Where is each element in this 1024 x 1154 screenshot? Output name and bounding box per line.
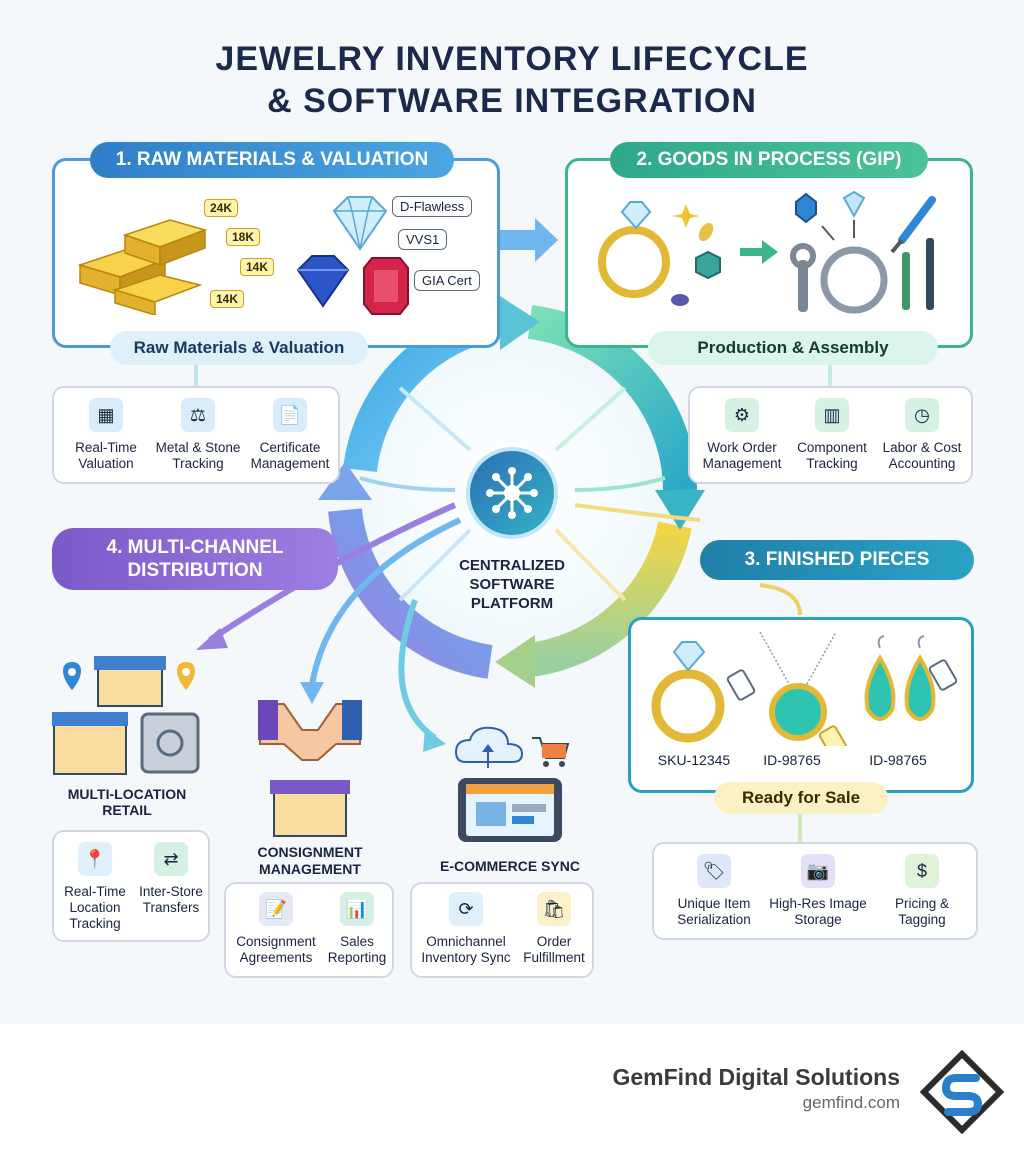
feature-labor-cost-accounting: ◷ Labor & Cost Accounting — [876, 398, 968, 472]
feature-real-time-location-tracking: 📍 Real-Time Location Tracking — [58, 842, 132, 932]
feature-order-fulfillment: 🛍 Order Fulfillment — [516, 892, 592, 966]
feature-component-tracking: ▥ Component Tracking — [788, 398, 876, 472]
feature-label: Labor & Cost Accounting — [882, 440, 962, 471]
tag-icon: 🏷 — [697, 854, 731, 888]
stage1-features: ▦ Real-Time Valuation ⚖ Metal & Stone Tr… — [52, 386, 340, 484]
consignment-features: 📝 Consignment Agreements 📊 Sales Reporti… — [224, 882, 394, 978]
barcode-icon: ▥ — [815, 398, 849, 432]
feature-high-res-image-storage: 📷 High-Res Image Storage — [766, 854, 870, 928]
page-title: JEWELRY INVENTORY LIFECYCLE & SOFTWARE I… — [0, 38, 1024, 122]
sapphire-icon — [296, 255, 350, 308]
feature-label: Order Fulfillment — [523, 934, 585, 965]
dollar-icon: $ — [905, 854, 939, 888]
ruby-icon — [363, 257, 409, 315]
consignment-icon — [258, 700, 362, 837]
clock-icon: ◷ — [905, 398, 939, 432]
feature-label: Inter-Store Transfers — [139, 884, 203, 915]
feature-metal-stone-tracking: ⚖ Metal & Stone Tracking — [152, 398, 244, 472]
stage3-heading: 3. FINISHED PIECES — [700, 540, 974, 580]
stage2-subtitle: Production & Assembly — [648, 331, 938, 365]
feature-certificate-management: 📄 Certificate Management — [244, 398, 336, 472]
hub-network-icon — [466, 447, 558, 539]
gem-tag-1: D-Flawless — [392, 196, 473, 217]
feature-pricing-tagging: $ Pricing & Tagging — [870, 854, 974, 928]
stage2-heading: 2. GOODS IN PROCESS (GIP) — [610, 142, 928, 178]
footer-brand: GemFind Digital Solutions — [612, 1064, 901, 1090]
feature-label: Metal & Stone Tracking — [155, 440, 241, 471]
map-pin-icon: 📍 — [78, 842, 112, 876]
bag-icon: 🛍 — [537, 892, 571, 926]
retail-features: 📍 Real-Time Location Tracking ⇄ Inter-St… — [52, 830, 210, 942]
feature-label: Real-Time Valuation — [75, 440, 137, 471]
document-icon: 📝 — [259, 892, 293, 926]
assembly-tools-icon — [790, 190, 936, 314]
gear-icon: ⚙ — [725, 398, 759, 432]
feature-unique-item-serialization: 🏷 Unique Item Serialization — [660, 854, 768, 928]
stage3-features: 🏷 Unique Item Serialization 📷 High-Res I… — [652, 842, 978, 940]
camera-icon: 📷 — [801, 854, 835, 888]
metal-tag-2: 18K — [226, 228, 261, 246]
stage2-features: ⚙ Work Order Management ▥ Component Trac… — [688, 386, 973, 484]
calculator-icon: ▦ — [89, 398, 123, 432]
stage4-heading: 4. MULTI-CHANNEL DISTRIBUTION — [52, 528, 338, 590]
feature-consignment-agreements: 📝 Consignment Agreements — [228, 892, 324, 966]
feature-label: High-Res Image Storage — [769, 896, 867, 927]
gold-bars-icon — [77, 219, 208, 315]
sku-label-1: SKU-12345 — [657, 752, 731, 768]
feature-label: Real-Time Location Tracking — [64, 884, 126, 931]
ecommerce-label: E-COMMERCE SYNC — [439, 858, 580, 874]
feature-omnichannel-inventory-sync: ⟳ Omnichannel Inventory Sync — [414, 892, 518, 966]
arrow-raw-to-gip — [498, 218, 558, 262]
transfer-icon: ⇄ — [154, 842, 188, 876]
finished-jewelry-icons — [651, 631, 958, 746]
stage1-heading: 1. RAW MATERIALS & VALUATION — [90, 142, 454, 178]
retail-label: MULTI-LOCATION RETAIL — [67, 786, 187, 818]
metal-tag-3: 14K — [240, 258, 275, 276]
feature-label: Omnichannel Inventory Sync — [421, 934, 511, 965]
feature-label: Work Order Management — [702, 440, 782, 471]
hub-label: CENTRALIZED SOFTWARE PLATFORM — [459, 557, 565, 612]
footer — [0, 1024, 1024, 1154]
feature-sales-reporting: 📊 Sales Reporting — [322, 892, 392, 966]
stage1-subtitle: Raw Materials & Valuation — [110, 331, 368, 365]
sku-label-3: ID-98765 — [869, 752, 927, 768]
feature-real-time-valuation: ▦ Real-Time Valuation — [62, 398, 150, 472]
arrow-right-icon — [740, 240, 778, 264]
gem-tag-3: GIA Cert — [414, 270, 480, 291]
footer-url[interactable]: gemfind.com — [802, 1093, 900, 1112]
sku-label-2: ID-98765 — [763, 752, 821, 768]
feature-label: Certificate Management — [250, 440, 330, 471]
metal-tag-1: 24K — [204, 199, 239, 217]
sync-icon: ⟳ — [449, 892, 483, 926]
gemfind-logo-icon — [920, 1050, 1004, 1134]
scale-icon: ⚖ — [181, 398, 215, 432]
ring-with-stones-icon — [598, 201, 721, 306]
stage3-subtitle: Ready for Sale — [714, 782, 888, 814]
retail-stores-icon — [52, 656, 200, 775]
title-line-1: JEWELRY INVENTORY LIFECYCLE — [215, 40, 809, 78]
ecommerce-features: ⟳ Omnichannel Inventory Sync 🛍 Order Ful… — [410, 882, 594, 978]
diamond-icon — [332, 196, 388, 251]
feature-label: Component Tracking — [797, 440, 867, 471]
arc-stage4 — [328, 508, 493, 679]
metal-tag-4: 14K — [210, 290, 245, 308]
feature-inter-store-transfers: ⇄ Inter-Store Transfers — [134, 842, 208, 916]
feature-work-order-management: ⚙ Work Order Management — [696, 398, 788, 472]
feature-label: Unique Item Serialization — [677, 896, 751, 927]
consignment-label: CONSIGNMENT MANAGEMENT — [257, 844, 363, 877]
title-line-2: & SOFTWARE INTEGRATION — [267, 82, 757, 120]
arc-stage3 — [527, 521, 692, 677]
feature-label: Pricing & Tagging — [894, 896, 950, 927]
gem-tag-2: VVS1 — [398, 229, 448, 250]
feature-label: Sales Reporting — [327, 934, 387, 965]
report-icon: 📊 — [340, 892, 374, 926]
certificate-icon: 📄 — [273, 398, 307, 432]
ecommerce-icon — [454, 726, 570, 842]
arc-stage2 — [527, 305, 697, 491]
feature-label: Consignment Agreements — [236, 934, 316, 965]
